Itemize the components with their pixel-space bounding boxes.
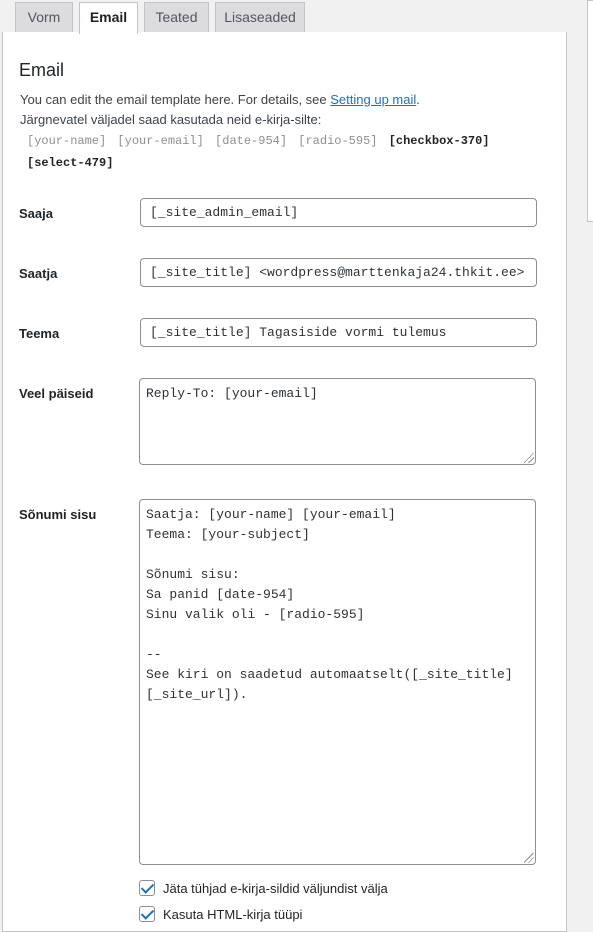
resize-grip-icon[interactable]	[524, 853, 534, 863]
tags-intro: Järgnevatel väljadel saad kasutada neid …	[20, 112, 322, 127]
tab-bar: Vorm Email Teated Lisaseaded	[0, 0, 593, 34]
tab-vorm[interactable]: Vorm	[15, 2, 73, 33]
subject-input[interactable]: [_site_title] Tagasiside vormi tulemus	[140, 318, 537, 347]
setting-up-mail-link[interactable]: Setting up mail	[330, 92, 417, 107]
mail-tag-list: [your-name] [your-email] [date-954] [rad…	[27, 130, 547, 174]
additional-headers-label: Veel päiseid	[19, 386, 94, 401]
section-heading: Email	[19, 60, 65, 80]
to-input[interactable]: [_site_admin_email]	[140, 198, 537, 227]
side-panel	[587, 0, 593, 222]
tab-lisaseaded[interactable]: Lisaseaded	[215, 2, 305, 33]
mail-tag: [date-954]	[215, 134, 288, 148]
tab-teated[interactable]: Teated	[144, 2, 209, 33]
mail-tag: [your-email]	[117, 134, 204, 148]
mail-tag-used: [checkbox-370]	[388, 134, 490, 148]
tab-email[interactable]: Email	[79, 2, 138, 34]
section-description: You can edit the email template here. Fo…	[20, 92, 420, 107]
from-label: Saatja	[19, 266, 58, 281]
use-html-checkbox[interactable]	[139, 906, 155, 922]
mail-tag: [your-name]	[27, 134, 107, 148]
mail-tag-used: [select-479]	[27, 156, 114, 170]
mail-tag: [radio-595]	[298, 134, 378, 148]
additional-headers-textarea[interactable]: Reply-To: [your-email]	[139, 378, 536, 465]
message-body-label: Sõnumi sisu	[19, 507, 97, 522]
to-label: Saaja	[19, 206, 53, 221]
use-html-option[interactable]: Kasuta HTML-kirja tüüpi	[139, 905, 302, 923]
from-input[interactable]: [_site_title] <wordpress@marttenkaja24.t…	[140, 258, 537, 287]
message-body-textarea[interactable]: Saatja: [your-name] [your-email] Teema: …	[139, 499, 536, 865]
exclude-blank-checkbox[interactable]	[139, 880, 155, 896]
resize-grip-icon[interactable]	[524, 453, 534, 463]
subject-label: Teema	[19, 326, 60, 341]
exclude-blank-option[interactable]: Jäta tühjad e-kirja-sildid väljundist vä…	[139, 879, 388, 897]
